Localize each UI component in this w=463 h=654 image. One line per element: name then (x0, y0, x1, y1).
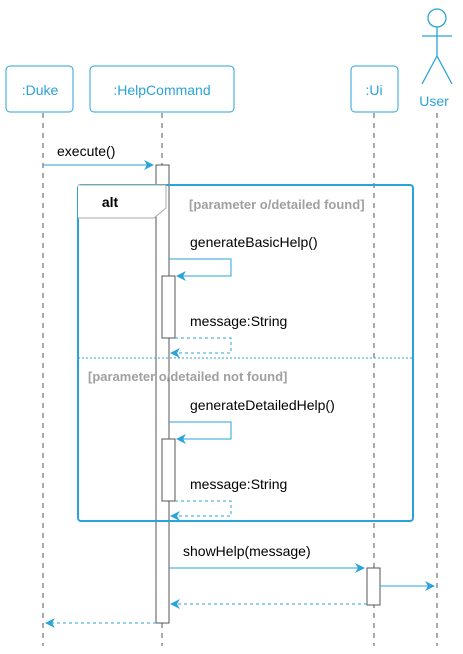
message-show-help: showHelp(message) (169, 543, 365, 573)
alt-guard-detailed-not-found: [parameter o/detailed not found] (88, 369, 287, 384)
participant-helpcommand: :HelpCommand (89, 65, 235, 113)
alt-guard-detailed-found: [parameter o/detailed found] (189, 197, 365, 212)
alt-keyword: alt (102, 194, 119, 210)
return-message-basic-label: message:String (190, 313, 287, 329)
participant-ui: :Ui (350, 65, 399, 113)
actor-user: User (419, 8, 453, 109)
participant-duke-label: :Duke (22, 82, 59, 98)
actor-user-label: User (419, 93, 449, 109)
activation-ui (366, 567, 381, 606)
message-generate-basic-help-label: generateBasicHelp() (190, 234, 318, 250)
participant-helpcommand-label: :HelpCommand (113, 82, 210, 98)
return-message-basic: message:String (170, 313, 287, 358)
message-execute-label: execute() (57, 143, 115, 159)
return-message-detailed: message:String (170, 476, 287, 521)
actor-user-icon (421, 8, 453, 85)
message-execute: execute() (43, 143, 154, 170)
participant-duke: :Duke (5, 65, 74, 113)
message-generate-detailed-help-label: generateDetailedHelp() (190, 397, 335, 413)
message-show-help-label: showHelp(message) (183, 543, 311, 559)
activation-generate-detailed (161, 438, 176, 502)
activation-helpcommand (155, 164, 170, 624)
alt-fragment-tab (78, 184, 167, 219)
message-generate-detailed-help: generateDetailedHelp() (169, 397, 335, 444)
return-message-detailed-label: message:String (190, 476, 287, 492)
alt-fragment: alt [parameter o/detailed found] [parame… (77, 184, 414, 522)
message-generate-basic-help: generateBasicHelp() (169, 234, 318, 281)
activation-generate-basic (161, 275, 176, 339)
participant-ui-label: :Ui (365, 82, 382, 98)
